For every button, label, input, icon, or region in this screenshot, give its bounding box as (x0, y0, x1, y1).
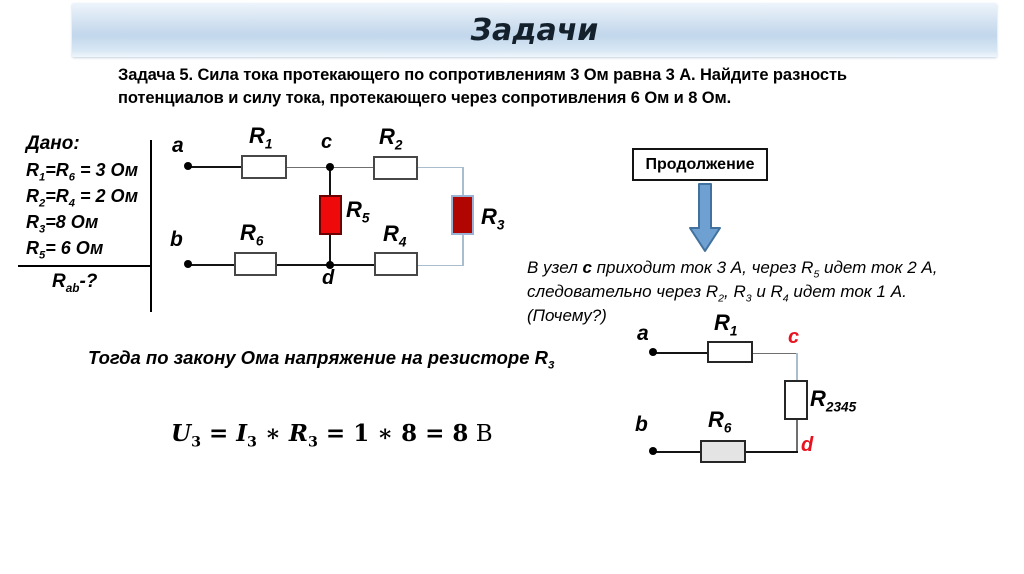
continuation-button[interactable]: Продолжение (632, 148, 768, 181)
resistor-r1-box (241, 155, 287, 179)
resistor-r6-box (700, 440, 746, 463)
resistor-r1-box (707, 341, 753, 363)
continuation-label: Продолжение (645, 155, 755, 173)
problem-statement: Задача 5. Сила тока протекающего по сопр… (118, 64, 847, 110)
node-dot-d (326, 261, 334, 269)
wire-b-to-r4 (188, 264, 418, 266)
resistor-r4-label: R4 (383, 221, 407, 250)
resistor-r1-label: R1 (249, 123, 273, 152)
resistor-r2345-label: R2345 (810, 386, 857, 415)
wire-r3-to-corner (462, 234, 464, 265)
node-label-c: c (321, 131, 333, 153)
note-line-1: В узел c приходит ток 3 А, через R5 идет… (527, 258, 938, 281)
node-label-d: d (801, 434, 814, 456)
terminal-dot-b (184, 260, 192, 268)
given-line: R5= 6 Ом (26, 238, 104, 262)
given-block: Дано: R1=R6 = 3 Ом R2=R4 = 2 Ом R3=8 Ом … (26, 131, 138, 261)
given-label: Дано: (26, 133, 80, 154)
resistor-r3-box (451, 195, 474, 235)
problem-line-1: Задача 5. Сила тока протекающего по сопр… (118, 66, 847, 84)
resistor-r6-label: R6 (708, 407, 732, 436)
resistor-r5-label: R5 (346, 197, 370, 226)
solution-note: В узел c приходит ток 3 А, через R5 идет… (527, 256, 937, 328)
terminal-dot-b (649, 447, 657, 455)
resistor-r4-box (374, 252, 418, 276)
wire-r1-to-corner (751, 352, 797, 354)
down-arrow-icon (689, 183, 721, 252)
wire-r2-to-corner (416, 166, 464, 168)
resistor-r2-box (373, 156, 418, 180)
wire-corner-to-r3 (462, 167, 464, 196)
wire-r4-to-corner (416, 264, 464, 266)
terminal-label-b: b (635, 413, 648, 436)
given-question: Rab-? (52, 271, 98, 295)
wire-r2345-to-d (796, 419, 798, 453)
resistor-r6-label: R6 (240, 220, 264, 249)
down-arrow-shape (689, 183, 721, 252)
node-label-d: d (322, 267, 335, 289)
node-label-c: c (788, 326, 800, 348)
terminal-label-b: b (170, 228, 183, 251)
terminal-dot-a (649, 348, 657, 356)
wire-r5-to-d (329, 234, 331, 265)
resistor-r5-box (319, 195, 342, 235)
voltage-formula: U3 = I3 ∗ R3 = 1 ∗ 8 = 8 В (171, 420, 493, 451)
resistor-r2345-box (784, 380, 808, 420)
reduced-circuit-diagram: a b R1 R6 R2345 c d (620, 310, 950, 480)
terminal-label-a: a (172, 134, 184, 157)
wire-corner-to-r2345 (796, 353, 798, 381)
header-bar: Задачи (72, 3, 997, 57)
given-line: R3=8 Ом (26, 212, 99, 236)
given-horizontal-rule (18, 265, 151, 267)
wire-a-to-r1 (653, 352, 711, 354)
resistor-r3-label: R3 (481, 204, 505, 233)
wire-a-to-r1 (188, 166, 244, 168)
ohm-law-sentence: Тогда по закону Ома напряжение на резист… (88, 347, 555, 372)
given-line: R2=R4 = 2 Ом (26, 186, 139, 210)
page-title: Задачи (470, 12, 599, 48)
problem-line-2: потенциалов и силу тока, протекающего че… (118, 89, 732, 107)
note-line-2: следовательно через R2, R3 и R4 идет ток… (527, 282, 907, 305)
node-dot-c (326, 163, 334, 171)
main-circuit-diagram: a b c d R1 R2 R5 R3 R6 R4 (160, 120, 520, 315)
resistor-r6-box (234, 252, 277, 276)
wire-c-to-r5 (329, 167, 331, 196)
given-line: R1=R6 = 3 Ом (26, 160, 139, 184)
terminal-label-a: a (637, 322, 649, 345)
resistor-r2-label: R2 (379, 124, 403, 153)
terminal-dot-a (184, 162, 192, 170)
resistor-r1-label: R1 (714, 310, 738, 339)
given-vertical-rule (150, 140, 152, 312)
note-line-3: (Почему?) (527, 306, 607, 325)
